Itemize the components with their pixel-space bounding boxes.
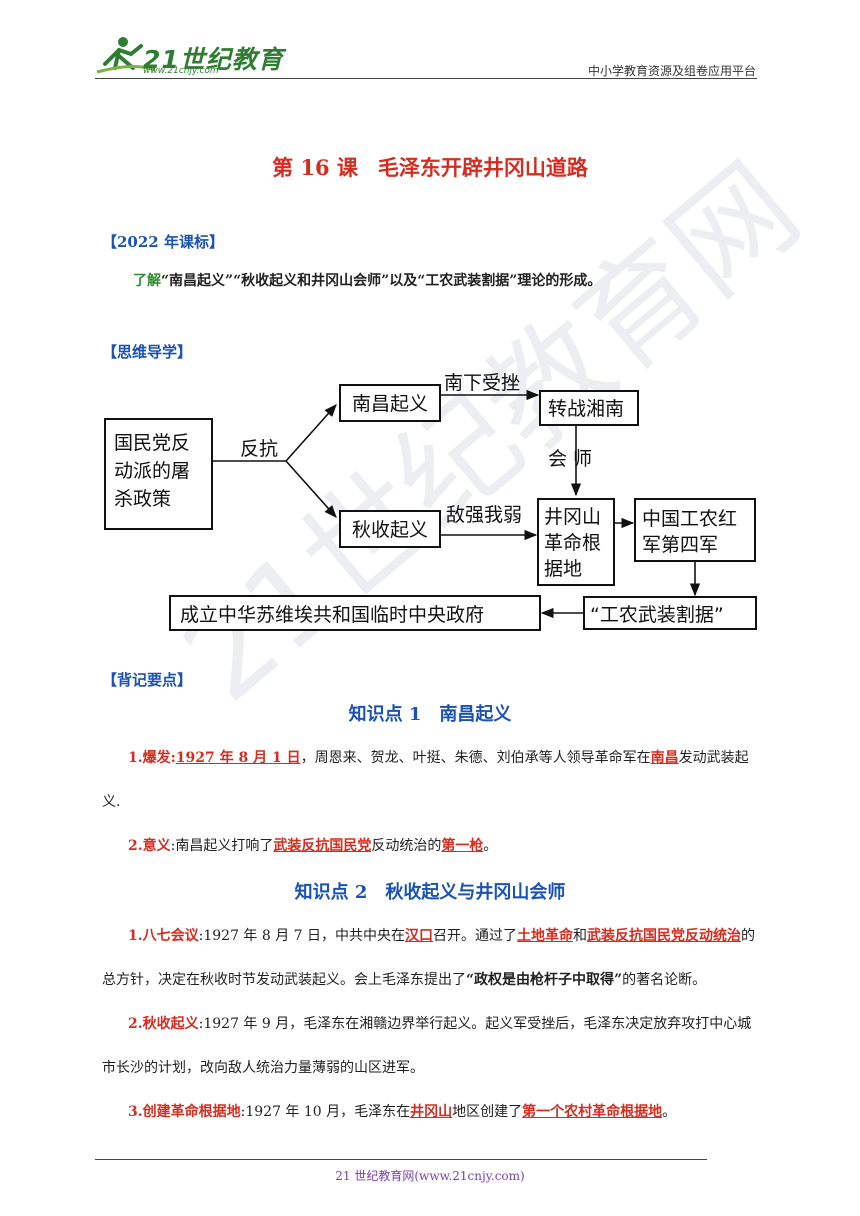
- kp2-p3-b: 地区创建了: [452, 1104, 523, 1120]
- kp2-p1-e: 的著名论断。: [622, 972, 707, 988]
- kp2-para2: 2.秋收起义:1927 年 9 月，毛泽东在湘赣边界举行起义。起义军受挫后，毛泽…: [102, 1002, 762, 1090]
- kp2-p3-a: :1927 年 10 月，毛泽东在: [240, 1104, 411, 1120]
- kp2-p1-a: :1927 年 8 月 7 日，中共中央在: [198, 928, 406, 944]
- arrow-to-autumn: [285, 460, 337, 518]
- kp2-p3-c: 。: [662, 1104, 677, 1120]
- kp1-p2-b: 反动统治的: [371, 838, 442, 854]
- header-platform-text: 中小学教育资源及组卷应用平台: [587, 64, 756, 78]
- box-autumn: [339, 510, 441, 548]
- kp1-p1-end: 发动武装起义.: [102, 750, 749, 810]
- kp2-p1-b: 召开。通过了: [433, 928, 518, 944]
- box-xiangnan: [539, 390, 639, 426]
- memory-heading: 【背记要点】: [102, 671, 193, 689]
- standard-text: 了解“南昌起义”“秋收起义和井冈山会师”以及“工农武装割据”理论的形成。: [133, 270, 601, 290]
- kp2-p3-label: 3.创建革命根据地: [128, 1104, 241, 1120]
- kp2-title: 知识点 2 秋收起义与井冈山会师: [294, 882, 566, 903]
- logo-text: 21世纪教育: [143, 45, 284, 74]
- kp1-p1-mid: ，周恩来、贺龙、叶挺、朱德、刘伯承等人领导革命军在: [300, 750, 651, 766]
- kp1-p2-label: 2.意义: [128, 838, 171, 854]
- box-jinggang-line1: 井冈山: [544, 506, 601, 528]
- kp1-p2-u1: 武装反抗国民党: [273, 838, 372, 854]
- kp2-p3-u2: 第一个农村革命根据地: [522, 1104, 663, 1120]
- kp2-para3: 3.创建革命根据地:1927 年 10 月，毛泽东在井冈山地区创建了第一个农村革…: [102, 1090, 762, 1134]
- box-separatism-text: “工农武装割据”: [590, 604, 724, 626]
- kp2-p2-text: :1927 年 9 月，毛泽东在湘赣边界举行起义。起义军受挫后，毛泽东决定放弃攻…: [102, 1016, 752, 1076]
- kp1-p1-label: 1.爆发:: [128, 750, 176, 766]
- box-jinggang: [537, 498, 615, 586]
- mindmap-diagram: 国民党反 动派的屠 杀政策 反抗 南昌起义 南下受挫 转战湘南 会 师 秋收起义…: [104, 372, 757, 631]
- box-root-line2: 动派的屠: [114, 460, 190, 482]
- logo-runner-icon: [96, 37, 156, 74]
- box-redarmy: [634, 498, 756, 562]
- kp1-p2-u2: 第一枪: [441, 838, 484, 854]
- kp1-para2: 2.意义:南昌起义打响了武装反抗国民党反动统治的第一枪。: [102, 824, 762, 868]
- arrow-to-nanchang: [285, 404, 337, 462]
- box-xiangnan-text: 转战湘南: [548, 398, 624, 420]
- kp1-title: 知识点 1 南昌起义: [348, 704, 512, 725]
- standard-verb: 了解: [133, 273, 161, 289]
- box-nanchang-text: 南昌起义: [352, 393, 428, 415]
- label-south: 南下受挫: [444, 372, 520, 394]
- kp2-p1-c: 和: [573, 928, 588, 944]
- box-root: [104, 418, 213, 530]
- box-separatism: [583, 596, 757, 630]
- box-soviet: [169, 595, 541, 631]
- box-root-line3: 杀政策: [114, 488, 171, 510]
- kp1-p2-a: :南昌起义打响了: [170, 838, 274, 854]
- box-nanchang: [339, 384, 441, 422]
- kp2-p1-label: 1.八七会议: [128, 928, 199, 944]
- kp1-p2-c: 。: [483, 838, 498, 854]
- kp1-p1-place: 南昌: [650, 750, 679, 766]
- lesson-number: 第 16 课: [272, 155, 358, 180]
- box-root-line1: 国民党反: [114, 432, 190, 454]
- header-divider: [95, 78, 757, 79]
- box-redarmy-line2: 军第四军: [642, 534, 718, 556]
- footer-divider: [95, 1159, 707, 1160]
- box-autumn-text: 秋收起义: [352, 519, 428, 541]
- kp1-para1: 1.爆发:1927 年 8 月 1 日，周恩来、贺龙、叶挺、朱德、刘伯承等人领导…: [102, 736, 762, 824]
- kp2-p2-label: 2.秋收起义: [128, 1016, 199, 1032]
- kp2-p1-d: 的总方针，决定在秋收时节发动武装起义。会上毛泽东提出了: [102, 928, 756, 988]
- kp2-p3-u1: 井冈山: [410, 1104, 453, 1120]
- kp1-p1-date: 1927 年 8 月 1 日: [175, 750, 301, 766]
- logo-url: www.21cnjy.com: [143, 66, 219, 76]
- mindmap-heading: 【思维导学】: [102, 343, 193, 361]
- box-jinggang-line3: 据地: [544, 558, 582, 580]
- standard-body: “南昌起义”“秋收起义和井冈山会师”以及“工农武装割据”理论的形成。: [161, 273, 602, 289]
- label-enemy: 敌强我弱: [446, 504, 522, 526]
- page-title: 第 16 课毛泽东开辟井冈山道路: [0, 152, 860, 182]
- box-jinggang-line2: 革命根: [544, 532, 601, 554]
- lesson-name: 毛泽东开辟井冈山道路: [377, 155, 588, 180]
- label-resist: 反抗: [240, 438, 278, 460]
- kp2-p1-u1: 汉口: [405, 928, 434, 944]
- kp2-p1-u3: 武装反抗国民党反动统治: [587, 928, 742, 944]
- standard-heading: 【2022 年课标】: [102, 233, 224, 251]
- kp2-p1-quote: “政权是由枪杆子中取得”: [466, 972, 623, 988]
- box-redarmy-line1: 中国工农红: [642, 508, 737, 530]
- kp2-p1-u2: 土地革命: [517, 928, 574, 944]
- kp2-para1: 1.八七会议:1927 年 8 月 7 日，中共中央在汉口召开。通过了土地革命和…: [102, 914, 762, 1002]
- footer-text: 21 世纪教育网(www.21cnjy.com): [335, 1169, 525, 1183]
- label-meet: 会 师: [548, 448, 592, 470]
- box-soviet-text: 成立中华苏维埃共和国临时中央政府: [180, 604, 484, 626]
